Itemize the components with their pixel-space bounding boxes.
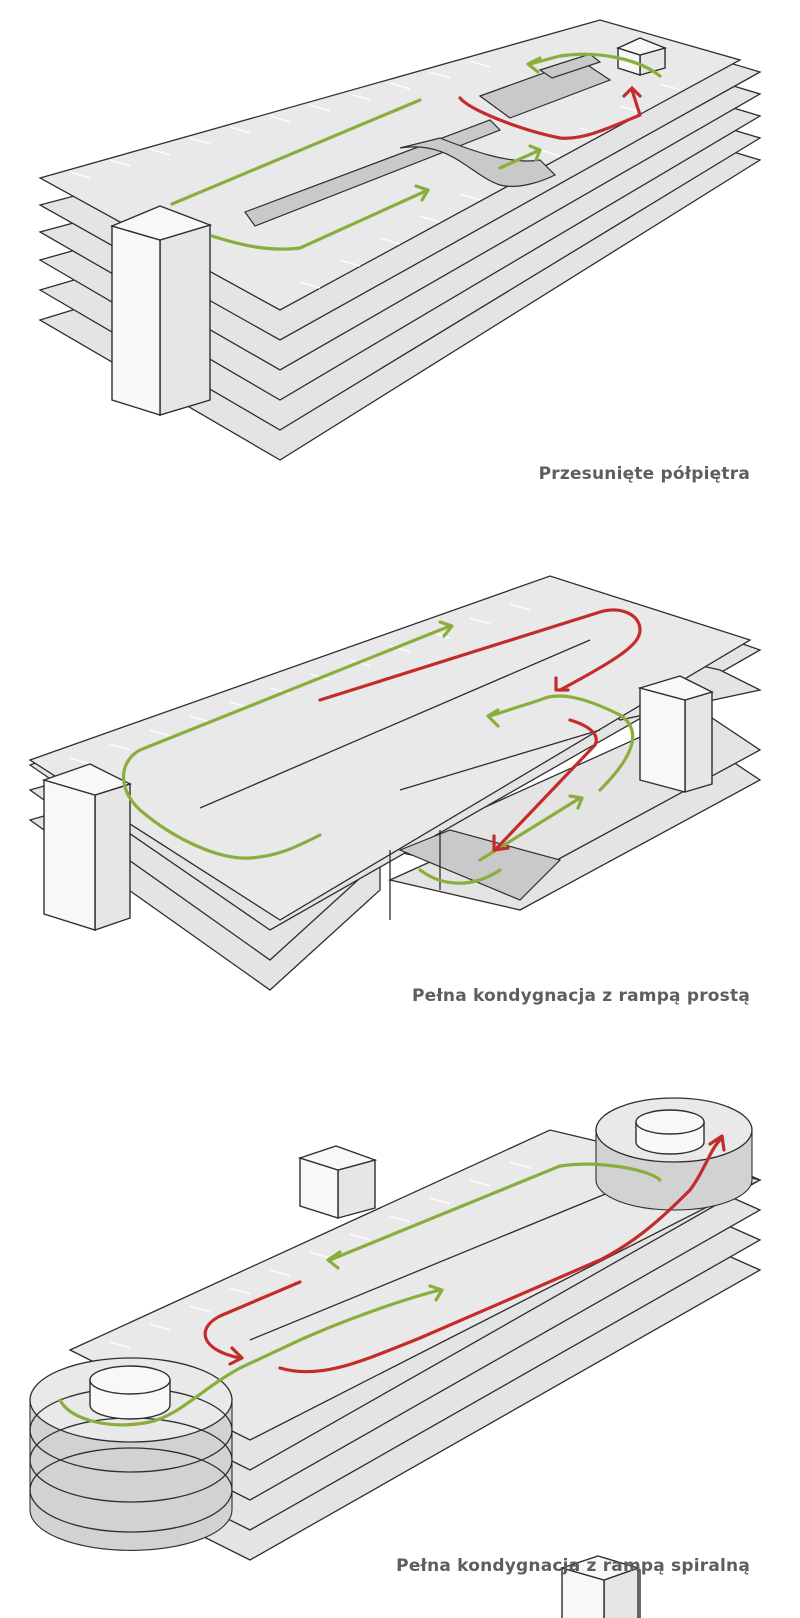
parking-floors — [68, 1129, 762, 1561]
lane-divider — [199, 639, 601, 809]
spiral-ramp-drawing — [29, 1097, 762, 1618]
route-down — [318, 608, 642, 852]
stall-markings — [109, 1161, 531, 1349]
route-down-path — [458, 88, 642, 140]
diagram-spiral-ramp: Pełna kondygnacja z rampą spiralną — [0, 1090, 800, 1618]
stair-core-front — [559, 1555, 641, 1618]
route-down-path — [318, 608, 642, 702]
route-up-path — [58, 1288, 442, 1427]
route-up — [170, 52, 662, 251]
caption-straight-ramp: Pełna kondygnacja z rampą prostą — [412, 986, 750, 1006]
half-level-voids — [244, 53, 612, 227]
spiral-ramp-left — [29, 1357, 233, 1551]
stair-core-left — [41, 763, 132, 931]
route-down — [203, 1134, 726, 1374]
diagram-straight-ramp: Pełna kondygnacja z rampą prostą — [0, 540, 800, 1020]
spiral-ramp-right — [595, 1097, 753, 1211]
route-up-path — [170, 98, 422, 206]
stair-core-front — [109, 205, 213, 416]
straight-ramp-drawing — [28, 575, 762, 991]
caption-spiral-ramp: Pełna kondygnacja z rampą spiralną — [396, 1556, 750, 1576]
stair-core-right — [637, 675, 714, 793]
route-up — [121, 620, 635, 885]
route-up-path — [121, 624, 452, 860]
lane-divider — [249, 1187, 621, 1341]
caption-split-level: Przesunięte półpiętra — [538, 464, 750, 484]
diagram-split-level: Przesunięte półpiętra — [0, 0, 800, 520]
route-down-path — [203, 1280, 302, 1360]
stair-core-rear — [297, 1145, 378, 1219]
route-up — [58, 1162, 662, 1427]
split-level-drawing — [38, 19, 762, 461]
route-down — [458, 86, 642, 140]
